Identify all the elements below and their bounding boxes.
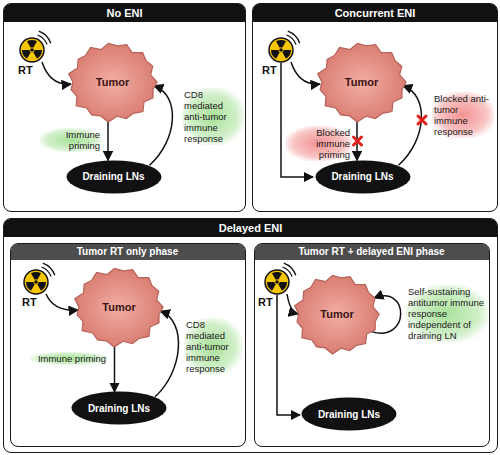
connector-arrow — [155, 311, 178, 397]
phase-panel: Tumor RT + delayed ENI phaseTumorDrainin… — [254, 243, 490, 447]
tumor-label: Tumor — [345, 76, 378, 88]
panel-header: Tumor RT + delayed ENI phase — [255, 244, 489, 260]
rt-beam-arrow — [42, 62, 71, 84]
block-cross — [354, 137, 362, 145]
tumor-blob: Tumor — [294, 274, 380, 354]
rt-label: RT — [262, 64, 277, 76]
tumor-shape — [295, 275, 379, 354]
tumor-label: Tumor — [96, 76, 129, 88]
node-label: Draining LNs — [331, 171, 393, 182]
response-label: CD8 mediated anti-tumor immune response — [182, 88, 244, 145]
tumor-blob: Tumor — [317, 42, 407, 122]
response-label: Immune priming — [40, 128, 102, 152]
response-label: Immune priming — [30, 352, 108, 365]
tumor-label: Tumor — [102, 301, 135, 313]
rt-beam-arrow — [291, 62, 320, 84]
rt-beam-arrow — [46, 294, 78, 310]
lymph-node-shape — [66, 160, 161, 193]
rt-label: RT — [22, 296, 37, 308]
blocked-label: Blocked anti-tumor immune response — [432, 92, 494, 138]
radiation-symbol — [269, 31, 300, 62]
lymph-node-shape — [301, 398, 396, 431]
node-label: Draining LNs — [318, 409, 380, 420]
rt-beam-arrow — [277, 295, 300, 415]
response-label: Self-sustaining antitumor immune respons… — [406, 285, 488, 342]
node-label: Draining LNs — [88, 403, 150, 414]
tumor-shape — [317, 43, 405, 122]
panel-header: Delayed ENI — [4, 219, 497, 237]
panel-header: Concurrent ENI — [253, 4, 497, 22]
tumor-label: Tumor — [320, 308, 353, 320]
rt-label: RT — [18, 64, 33, 76]
lymph-node-shape — [71, 392, 166, 425]
radiation-symbol — [265, 263, 296, 294]
tumor-blob: Tumor — [68, 42, 158, 122]
blocked-label: Blocked immune priming — [286, 126, 352, 161]
radiation-symbol — [24, 263, 55, 294]
lymph-node-shape — [315, 160, 410, 193]
response-label: CD8 mediated anti-tumor immune response — [184, 318, 242, 375]
lymph-node-ellipse: Draining LNs — [71, 391, 167, 425]
tumor-blob: Tumor — [74, 267, 164, 347]
radiation-symbol — [20, 31, 51, 62]
node-label: Draining LNs — [82, 171, 144, 182]
tumor-shape — [75, 268, 163, 347]
block-cross — [418, 116, 426, 124]
panel-header: No ENI — [4, 4, 245, 22]
rt-label: RT — [258, 296, 273, 308]
lymph-node-ellipse: Draining LNs — [66, 160, 162, 194]
connector-arrow — [114, 340, 116, 392]
panel-header: Tumor RT only phase — [11, 244, 245, 260]
tumor-shape — [68, 43, 156, 122]
lymph-node-ellipse: Draining LNs — [301, 397, 397, 431]
lymph-node-ellipse: Draining LNs — [315, 160, 411, 194]
